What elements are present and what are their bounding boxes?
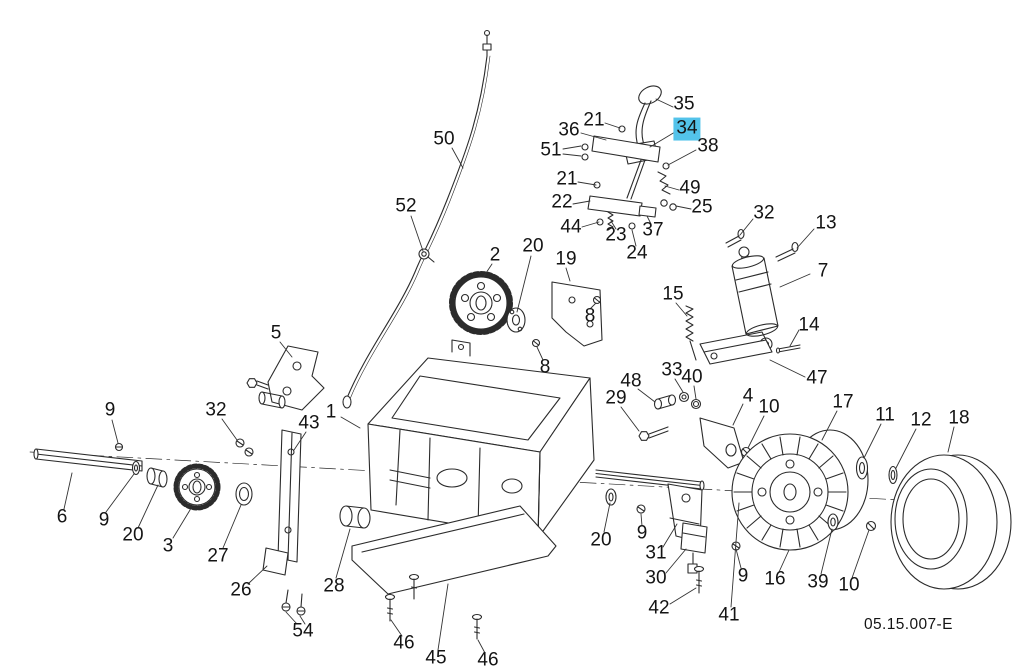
part-label-32: 32 (753, 202, 775, 224)
part-label-54: 54 (292, 620, 314, 642)
part-label-8: 8 (584, 305, 596, 327)
part-label-51: 51 (540, 139, 562, 161)
lever-assembly-drawing (581, 85, 677, 231)
part-label-3: 3 (162, 535, 174, 557)
left-axle-drawing (33, 438, 254, 511)
part-label-19: 19 (555, 248, 577, 270)
part-label-20: 20 (522, 235, 544, 257)
part-label-50: 50 (433, 128, 455, 150)
part-label-24: 24 (626, 242, 648, 264)
part-label-5: 5 (270, 322, 282, 344)
part-label-21: 21 (556, 168, 578, 190)
part-label-14: 14 (798, 314, 820, 336)
part-label-2: 2 (489, 244, 501, 266)
part-label-38: 38 (697, 135, 719, 157)
wheel-hub-drawing (731, 429, 898, 551)
part-label-52: 52 (395, 195, 417, 217)
part-label-27: 27 (207, 545, 229, 567)
diagram-code: 05.15.007-E (864, 616, 953, 633)
part-label-11: 11 (875, 404, 895, 426)
part-label-10: 10 (838, 574, 860, 596)
part-label-7: 7 (817, 260, 829, 282)
skid-plate-drawing (351, 505, 557, 640)
part-label-47: 47 (806, 367, 828, 389)
part-label-9: 9 (737, 565, 749, 587)
shock-absorber-drawing (685, 228, 801, 365)
part-label-9: 9 (104, 399, 116, 421)
part-label-31: 31 (645, 542, 667, 564)
part-label-15: 15 (662, 283, 684, 305)
leader-lines (63, 98, 955, 654)
part-label-16: 16 (764, 568, 786, 590)
part-label-20: 20 (122, 524, 144, 546)
part-label-4: 4 (742, 385, 754, 407)
part-label-13: 13 (815, 212, 837, 234)
part-label-26: 26 (230, 579, 252, 601)
part-label-10: 10 (758, 396, 780, 418)
part-label-36: 36 (558, 119, 580, 141)
part-label-8: 8 (539, 356, 551, 378)
part-label-41: 41 (718, 604, 740, 626)
tire-drawing (890, 454, 1012, 590)
part-label-42: 42 (648, 597, 670, 619)
part-label-43: 43 (298, 412, 320, 434)
part-label-20: 20 (590, 529, 612, 551)
part-label-1: 1 (325, 401, 337, 423)
part-label-22: 22 (551, 191, 573, 213)
part-label-6: 6 (56, 506, 68, 528)
part-label-32: 32 (205, 399, 227, 421)
part-label-23: 23 (605, 224, 627, 246)
part-label-9: 9 (98, 509, 110, 531)
part-label-33: 33 (661, 359, 683, 381)
chassis-drawing (367, 339, 595, 539)
part-label-9: 9 (636, 522, 648, 544)
part-label-48: 48 (620, 370, 642, 392)
part-label-12: 12 (910, 409, 932, 431)
part-label-40: 40 (681, 366, 703, 388)
part-label-44: 44 (560, 216, 582, 238)
part-label-25: 25 (691, 196, 713, 218)
part-label-46: 46 (477, 649, 499, 671)
gear-assembly-drawing (449, 271, 603, 348)
part-label-29: 29 (605, 387, 627, 409)
cable-drawing (342, 29, 492, 409)
part-label-37: 37 (642, 219, 664, 241)
part-label-49: 49 (679, 177, 701, 199)
side-plate-drawing (262, 429, 306, 616)
part-label-28: 28 (323, 575, 345, 597)
part-label-30: 30 (645, 567, 667, 589)
part-label-35: 35 (673, 93, 695, 115)
part-label-17: 17 (832, 391, 854, 413)
bracket-drawing (246, 345, 325, 411)
part-label-46: 46 (393, 632, 415, 654)
right-axle-drawing (595, 469, 744, 594)
part-label-34-highlighted: 34 (673, 117, 701, 141)
part-label-21: 21 (583, 109, 605, 131)
linkage-cluster-drawing (638, 391, 752, 469)
part-label-39: 39 (807, 571, 829, 593)
part-label-45: 45 (425, 647, 447, 669)
part-label-18: 18 (948, 407, 970, 429)
bushing-drawing (339, 505, 371, 529)
